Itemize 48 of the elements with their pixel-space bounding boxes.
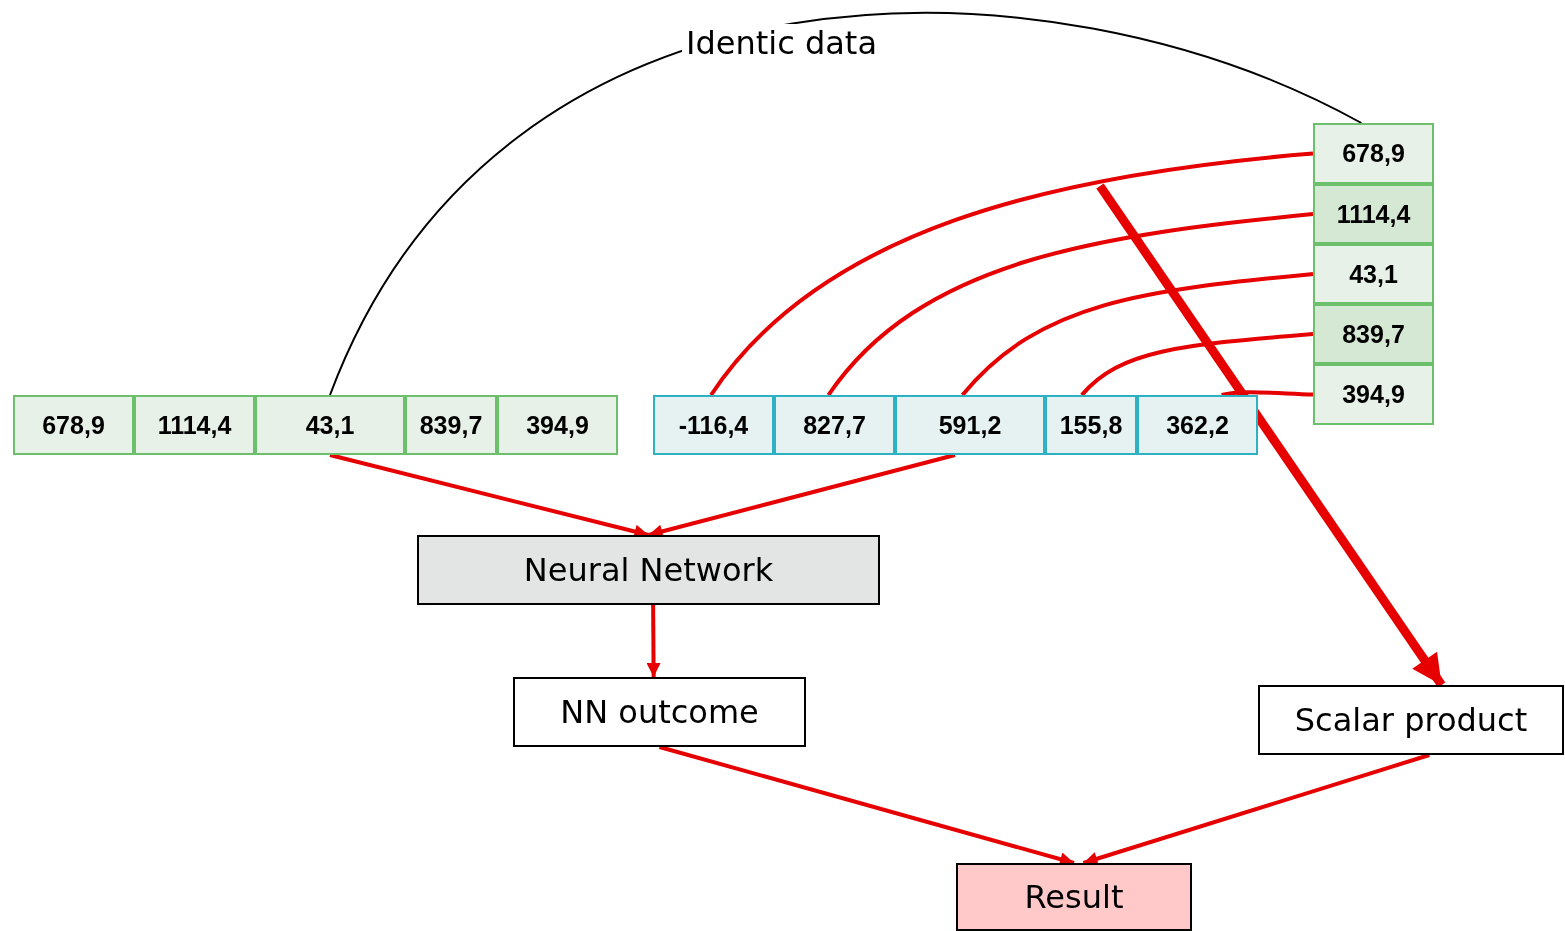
cell-value: 155,8 — [1059, 410, 1123, 440]
cell-value: 43,1 — [305, 410, 355, 440]
arrow — [1082, 753, 1430, 866]
cell-value: 394,9 — [1342, 380, 1405, 409]
result-box — [956, 863, 1192, 931]
arrow — [658, 745, 1075, 866]
cell-value: 839,7 — [1342, 319, 1405, 349]
box-label: Neural Network — [523, 551, 774, 589]
cell-value: 678,9 — [42, 410, 105, 440]
cell-value: 591,2 — [938, 410, 1002, 440]
arrow — [646, 605, 661, 677]
vector-cell — [774, 395, 895, 455]
vector-cell — [1045, 395, 1137, 455]
cell-value: 827,7 — [803, 410, 866, 440]
vector-cell — [1313, 244, 1434, 304]
process-box — [1258, 685, 1564, 755]
cell-value: 362,2 — [1166, 410, 1229, 440]
vector-cell — [895, 395, 1045, 455]
connector-line — [709, 151, 1314, 397]
vector-cell — [653, 395, 774, 455]
box-label: Scalar product — [1294, 701, 1528, 739]
cell-value: 678,9 — [1342, 139, 1405, 168]
vector-cell — [1313, 304, 1434, 364]
vector-cell — [405, 395, 497, 455]
vector-cell — [255, 395, 405, 455]
vector-cell — [1313, 123, 1434, 184]
cell-value: -116,4 — [678, 410, 749, 440]
connector-line — [826, 212, 1314, 397]
connector-line — [1221, 390, 1314, 397]
vector-cell — [1313, 184, 1434, 244]
vector-cell — [1313, 364, 1434, 425]
vector-cell — [134, 395, 255, 455]
connector-line — [329, 12, 1363, 396]
cell-value: 1114,4 — [157, 410, 232, 440]
cell-value: 43,1 — [1349, 259, 1398, 289]
process-box — [513, 677, 806, 747]
vector-cell — [1137, 395, 1258, 455]
connector-line — [1080, 332, 1314, 397]
vector-cell — [13, 395, 134, 455]
cell-value: 1114,4 — [1336, 199, 1411, 229]
cell-value: 394,9 — [526, 410, 589, 440]
connector-line — [961, 272, 1314, 397]
vector-cell — [497, 395, 618, 455]
process-box — [417, 535, 880, 605]
cell-value: 839,7 — [419, 410, 483, 440]
box-label: NN outcome — [560, 693, 759, 731]
arrow — [1096, 183, 1446, 688]
box-label: Result — [1024, 878, 1124, 916]
